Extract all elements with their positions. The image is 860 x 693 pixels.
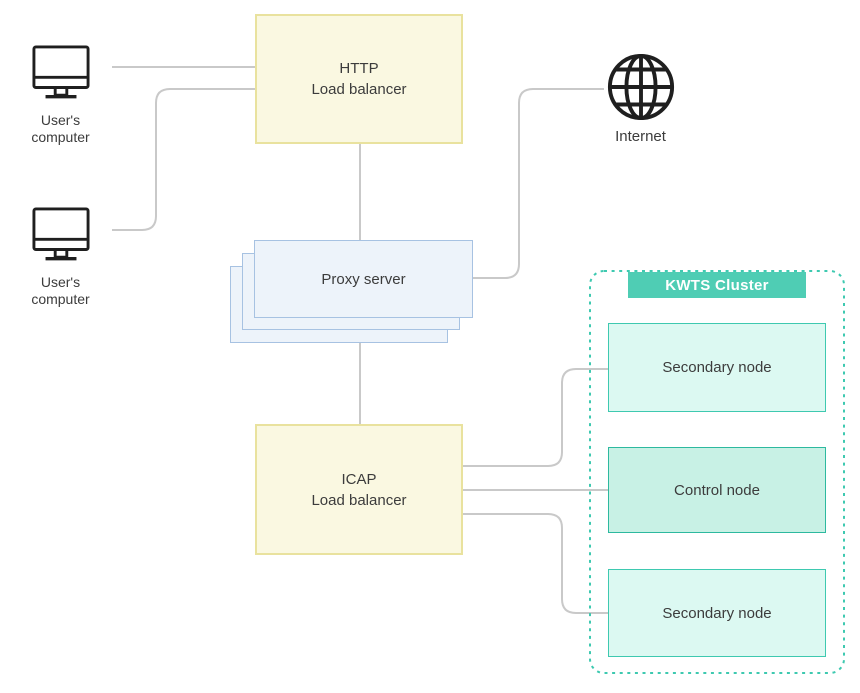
wire-user2-httplb: [112, 88, 256, 231]
node-label-line: Load balancer: [311, 81, 407, 98]
label-line: User's: [40, 274, 81, 290]
monitor-icon: [31, 207, 90, 261]
node-label-line: Proxy server: [321, 270, 406, 288]
node-label-line: Secondary node: [662, 359, 772, 376]
label-line: computer: [31, 291, 90, 307]
node-label-line: HTTP: [339, 60, 379, 77]
http-load-balancer-node: HTTP Load balancer: [255, 14, 463, 144]
monitor-icon: [31, 45, 90, 99]
secondary-node-bottom: Secondary node: [608, 569, 826, 657]
node-label-line: ICAP: [341, 470, 377, 488]
wire-icap-secondary-bottom: [463, 513, 608, 614]
proxy-server-node: Proxy server: [254, 240, 473, 318]
label-line: computer: [31, 129, 90, 145]
globe-icon: [607, 53, 674, 121]
node-label-line: Secondary node: [662, 604, 772, 622]
icap-load-balancer-node: ICAP Load balancer: [255, 424, 463, 555]
node-label-line: Load balancer: [311, 491, 407, 509]
kwts-cluster-title-band: KWTS Cluster: [628, 272, 806, 298]
user-computer-2-label: User's computer: [31, 274, 89, 308]
node-label-line: Control node: [674, 481, 760, 499]
secondary-node-top: Secondary node: [608, 323, 826, 412]
wire-icap-secondary-top: [463, 368, 608, 467]
user-computer-1: User's computer: [0, 44, 121, 146]
label-line: User's: [40, 112, 81, 128]
wire-proxy-internet: [473, 88, 604, 279]
user-computer-1-label: User's computer: [31, 112, 89, 146]
control-node: Control node: [608, 447, 826, 533]
cluster-title: KWTS Cluster: [665, 276, 769, 294]
internet-label: Internet: [615, 128, 666, 145]
label-line: Internet: [615, 128, 666, 145]
user-computer-2: User's computer: [0, 206, 121, 308]
internet: Internet: [580, 52, 701, 145]
kwts-cluster-boundary: [589, 270, 845, 674]
